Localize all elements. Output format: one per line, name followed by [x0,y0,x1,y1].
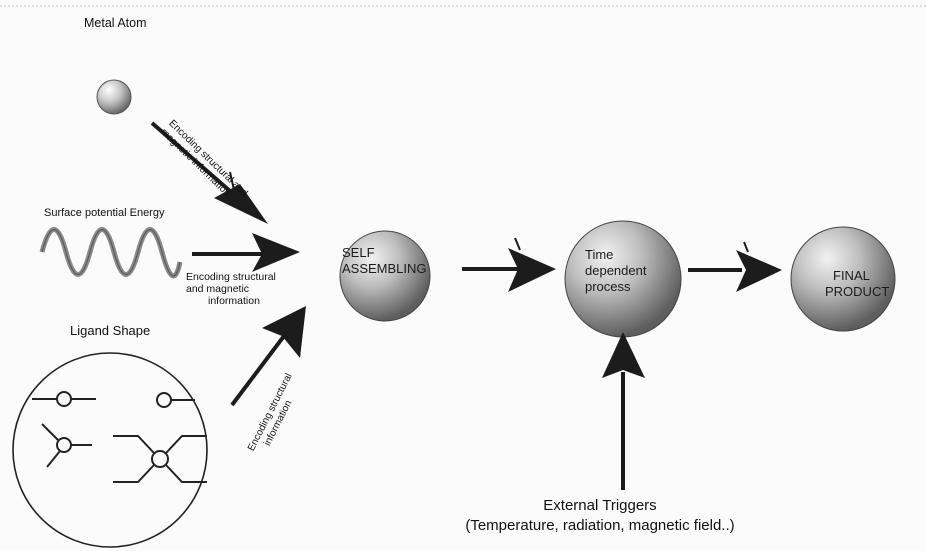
final-product-sphere [790,226,896,332]
ligand-shapes [32,391,207,483]
time-dependent-line3: process [585,279,631,294]
final-product-line1: FINAL [833,268,870,283]
ligand-circle [12,352,208,548]
self-assembling-sphere [339,230,431,322]
arrow-time-final-head [736,250,782,292]
encoding-surface-line3: information [208,295,260,307]
self-assembling-text: SELF ASSEMBLING [342,245,427,277]
arrow-metal-barb [229,171,235,191]
arrow-self-time-head [508,248,556,292]
arrow-metal-head [214,184,268,224]
self-assembling-line2: ASSEMBLING [342,261,427,276]
arrow-surface-head [252,233,300,272]
surface-wave [39,227,183,279]
external-triggers-title: External Triggers [543,497,657,514]
surface-energy-label: Surface potential Energy [44,207,165,219]
self-assembling-line1: SELF [342,245,375,260]
arrows [150,121,782,490]
arrow-ligand [230,326,292,407]
metal-atom-sphere [96,79,132,115]
ligand-shape-label: Ligand Shape [70,323,151,338]
time-dependent-text: Time dependent process [585,247,646,295]
final-product-text: FINAL PRODUCT [825,268,889,300]
external-triggers: External Triggers (Temperature, radiatio… [430,496,770,536]
metal-atom-label: Metal Atom [84,16,147,30]
time-dependent-line1: Time [585,247,614,262]
encoding-surface-line2: and magnetic [186,283,250,295]
encoding-surface-label: Encoding structural and magnetic informa… [186,271,276,307]
arrow-external-head [602,332,645,378]
encoding-surface-line1: Encoding structural [186,271,276,283]
final-product-line2: PRODUCT [825,284,890,299]
time-dependent-line2: dependent [585,263,647,278]
arrow-ligand-head [262,306,306,358]
external-triggers-detail: (Temperature, radiation, magnetic field.… [465,517,735,534]
